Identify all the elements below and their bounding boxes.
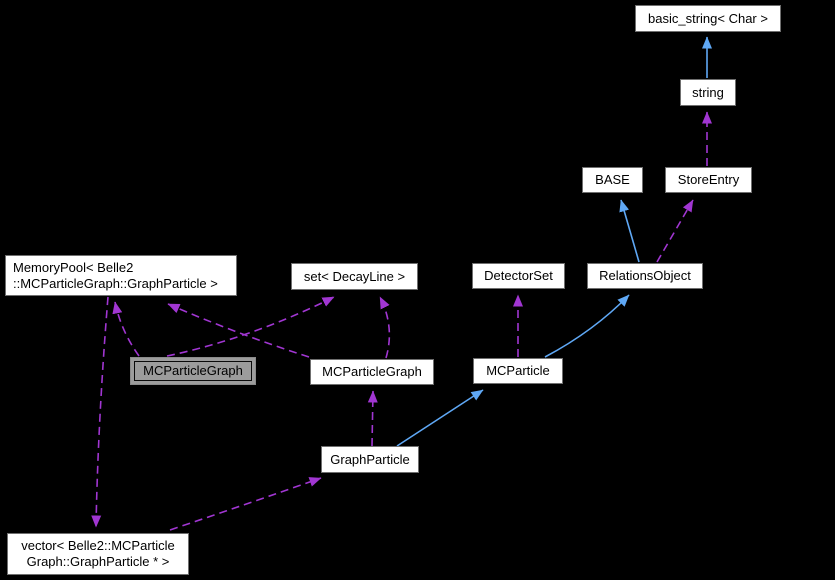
edge-graphparticle-to-mcparticle: [396, 389, 484, 447]
node-vector-line1: vector< Belle2::MCParticle: [21, 538, 175, 553]
edge-mcparticlegraph-focus-to-set: [166, 296, 335, 357]
edge-mcparticlegraph-focus-to-memorypool: [112, 301, 140, 357]
node-mcparticlegraph-focus: MCParticleGraph: [130, 357, 256, 385]
edge-mcparticlegraph-to-memorypool: [167, 303, 310, 358]
node-base[interactable]: BASE: [582, 167, 643, 193]
node-vector[interactable]: vector< Belle2::MCParticle Graph::GraphP…: [7, 533, 189, 575]
node-string[interactable]: string: [680, 79, 736, 106]
edge-relationsobject-to-base: [619, 199, 640, 263]
node-mcparticle[interactable]: MCParticle: [473, 358, 563, 384]
node-basic-string[interactable]: basic_string< Char >: [635, 5, 781, 32]
node-memory-pool-line2: ::MCParticleGraph::GraphParticle >: [13, 275, 218, 291]
node-mcparticlegraph-focus-label: MCParticleGraph: [134, 361, 252, 381]
node-mcparticlegraph[interactable]: MCParticleGraph: [310, 359, 434, 385]
edge-relationsobject-to-storeentry: [656, 199, 694, 263]
node-store-entry[interactable]: StoreEntry: [665, 167, 752, 193]
node-detector-set[interactable]: DetectorSet: [472, 263, 565, 289]
edge-mcparticle-to-relationsobject: [544, 294, 630, 358]
node-graph-particle[interactable]: GraphParticle: [321, 446, 419, 473]
node-memory-pool[interactable]: MemoryPool< Belle2 ::MCParticleGraph::Gr…: [5, 255, 237, 296]
edge-vector-to-graphparticle: [169, 477, 322, 531]
node-vector-line2: Graph::GraphParticle * >: [26, 554, 170, 569]
node-memory-pool-line1: MemoryPool< Belle2: [13, 259, 134, 275]
node-set-decayline[interactable]: set< DecayLine >: [291, 263, 418, 290]
edge-mcparticlegraph-to-set: [379, 296, 391, 359]
edge-graphparticle-to-mcparticlegraph: [367, 390, 378, 447]
edge-memorypool-to-vector: [91, 296, 109, 528]
node-relations-object[interactable]: RelationsObject: [587, 263, 703, 289]
